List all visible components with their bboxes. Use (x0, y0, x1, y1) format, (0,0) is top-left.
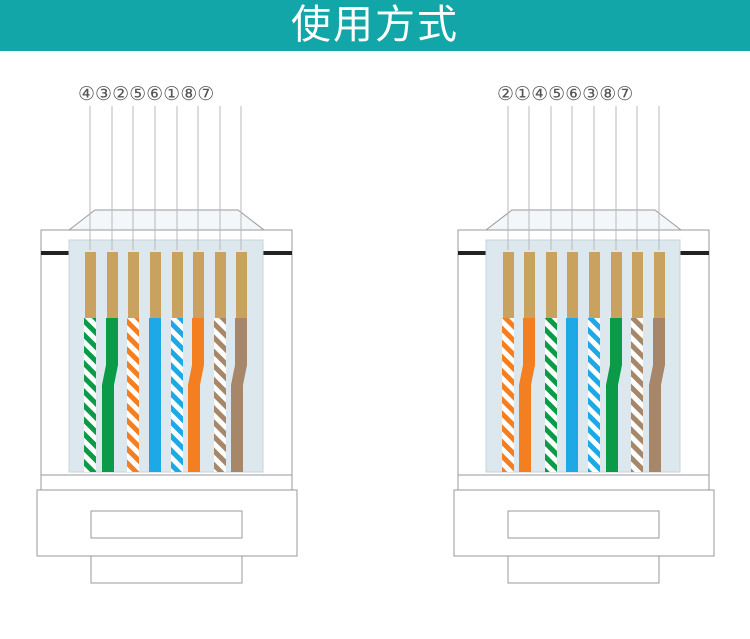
pin-contact (85, 252, 96, 318)
wire-brown-white (214, 318, 226, 472)
pin-contact (567, 252, 578, 318)
pin-contact (215, 252, 226, 318)
wire-orange-white (127, 318, 139, 472)
plug-latch (67, 209, 266, 231)
plug-body (68, 239, 264, 473)
wire-orange-white (502, 318, 514, 472)
plug-cable-stub (507, 555, 660, 584)
wire-brown-white (631, 318, 643, 472)
wire-green (102, 318, 118, 472)
pin-contact (172, 252, 183, 318)
pin-contact (524, 252, 535, 318)
wire-brown (649, 318, 665, 472)
wire-blue-white (588, 318, 600, 472)
pin-contact (128, 252, 139, 318)
plug-bottom-band (457, 474, 710, 491)
wire-green-white (545, 318, 557, 472)
plug-body (485, 239, 681, 473)
wire-brown (231, 318, 247, 472)
plug-boot-window (90, 510, 243, 539)
rj45-plug-left (36, 106, 298, 584)
pin-contact (589, 252, 600, 318)
wire-blue (566, 318, 578, 472)
pin-contact (236, 252, 247, 318)
wire-green-white (84, 318, 96, 472)
rj45-plug-right (453, 106, 715, 584)
pin-contact (107, 252, 118, 318)
page-title: 使用方式 (291, 2, 459, 48)
plug-cable-stub (90, 555, 243, 584)
pin-contact (150, 252, 161, 318)
left-pin-order-label: ④③②⑤⑥①⑧⑦ (78, 83, 215, 105)
title-banner (0, 0, 750, 51)
plug-boot-window (507, 510, 660, 539)
plug-bottom-band (40, 474, 293, 491)
wire-orange (519, 318, 535, 472)
pin-contact (546, 252, 557, 318)
wire-blue (149, 318, 161, 472)
wire-green (606, 318, 622, 472)
plug-latch (484, 209, 683, 231)
right-pin-order-label: ②①④⑤⑥③⑧⑦ (497, 83, 634, 105)
pin-contact (654, 252, 665, 318)
pin-contact (503, 252, 514, 318)
pin-contact (611, 252, 622, 318)
pin-contact (632, 252, 643, 318)
wire-blue-white (171, 318, 183, 472)
wire-orange (188, 318, 204, 472)
pin-contact (193, 252, 204, 318)
